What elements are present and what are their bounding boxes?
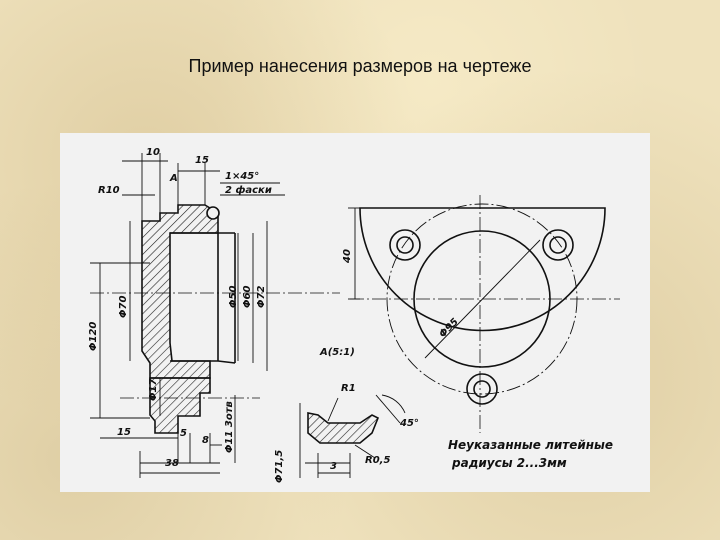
dim-15-bottom-label: 15 xyxy=(117,427,131,438)
dim-38-label: 38 xyxy=(165,458,179,469)
bolt-hole-bottom xyxy=(466,373,498,405)
dia-71-5-label: Φ71,5 xyxy=(274,450,285,483)
dia-60-label: Φ60 xyxy=(242,286,253,308)
bolt-hole-left xyxy=(389,229,421,261)
dia-50-label: Φ50 xyxy=(228,286,239,308)
radius-r1-label: R1 xyxy=(341,383,356,394)
dim-15-top-label: 15 xyxy=(195,155,209,166)
note-line-1: Неуказанные литейные xyxy=(448,438,613,452)
dia-11-holes-label: Φ11 3отв xyxy=(224,401,235,453)
angle-45-label: 45° xyxy=(399,418,419,429)
section-body-upper xyxy=(141,204,219,379)
radius-r05-label: R0,5 xyxy=(365,455,390,466)
bore-circle xyxy=(413,230,551,368)
detail-view-label: A(5:1) xyxy=(319,347,355,358)
bolt-circle xyxy=(386,203,578,395)
flange-outline xyxy=(359,207,606,332)
chamfer-note-label: 2 фаски xyxy=(225,184,272,196)
dim-8-label: 8 xyxy=(202,435,209,446)
dia-120-label: Φ120 xyxy=(88,322,99,351)
radius-r10-label: R10 xyxy=(98,185,120,196)
section-body-lower xyxy=(149,377,211,434)
detail-view xyxy=(307,412,380,444)
drawing-panel: 10 15 1×45° 2 фаски A R10 Φ70 Φ120 Φ50 Φ… xyxy=(60,133,650,492)
bolt-hole-right xyxy=(542,229,574,261)
section-view xyxy=(141,204,236,434)
dia-72-label: Φ72 xyxy=(256,286,267,308)
chamfer-label: 1×45° xyxy=(225,171,259,182)
technical-drawing: 10 15 1×45° 2 фаски A R10 Φ70 Φ120 Φ50 Φ… xyxy=(88,147,620,483)
dim-40-label: 40 xyxy=(342,249,353,264)
dia-17-label: Φ17 xyxy=(148,379,159,401)
dia-70-label: Φ70 xyxy=(118,296,129,318)
section-mark-label: A xyxy=(169,173,178,184)
dim-5-label: 5 xyxy=(180,428,187,439)
dim-3-label: 3 xyxy=(330,461,337,472)
slide-title: Пример нанесения размеров на чертеже xyxy=(188,56,532,76)
note-line-2: радиусы 2...3мм xyxy=(451,456,567,470)
plan-view xyxy=(359,203,606,405)
dim-10-label: 10 xyxy=(146,147,160,158)
